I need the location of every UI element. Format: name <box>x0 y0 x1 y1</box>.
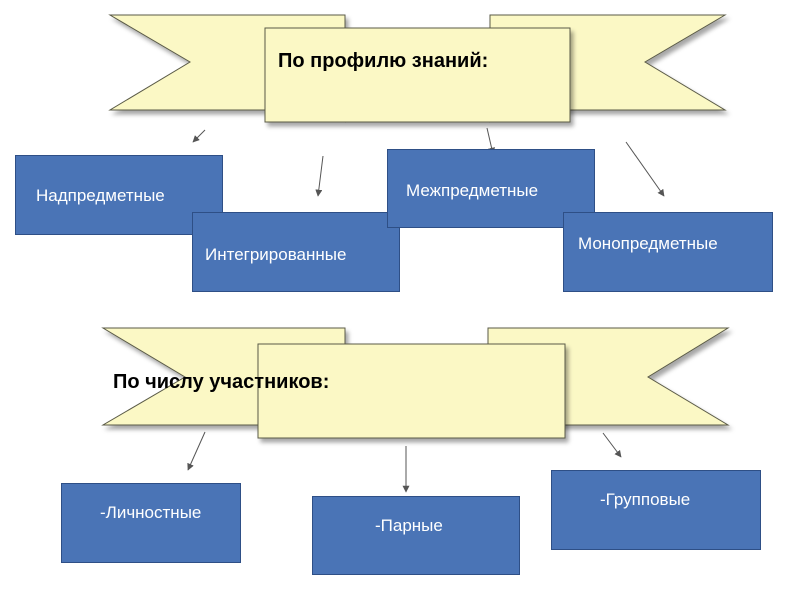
category-box-integrirovannye: Интегрированные <box>192 212 400 292</box>
arrow-to-integrirovannye <box>315 155 324 197</box>
category-label: Надпредметные <box>36 186 165 205</box>
category-box-gruppovye: -Групповые <box>551 470 761 550</box>
arrow-to-lichnostnye <box>187 431 206 471</box>
category-label: -Парные <box>375 516 443 535</box>
category-label: -Личностные <box>100 503 202 522</box>
ribbon-center-panel <box>264 27 571 123</box>
ribbon-banner-profile <box>108 14 727 123</box>
category-label: -Групповые <box>600 490 691 509</box>
ribbon-center-panel <box>257 343 566 439</box>
arrow-to-gruppovye <box>602 432 622 458</box>
category-label: Монопредметные <box>578 234 718 253</box>
banner-title-profile: По профилю знаний: <box>278 50 489 72</box>
arrow-to-nadpredmetnye <box>192 129 206 143</box>
category-label: Интегрированные <box>205 245 347 264</box>
arrow-to-monopredmetnye <box>625 141 665 197</box>
category-box-monopredmetnye: Монопредметные <box>563 212 773 292</box>
category-box-nadpredmetnye: Надпредметные <box>15 155 223 235</box>
category-box-parnye: -Парные <box>312 496 520 575</box>
category-box-lichnostnye: -Личностные <box>61 483 241 563</box>
ribbon-banner-participants <box>101 327 730 439</box>
banner-title-participants: По числу участников: <box>113 371 330 393</box>
category-box-mezhpredmetnye: Межпредметные <box>387 149 595 228</box>
category-label: Межпредметные <box>406 181 539 200</box>
